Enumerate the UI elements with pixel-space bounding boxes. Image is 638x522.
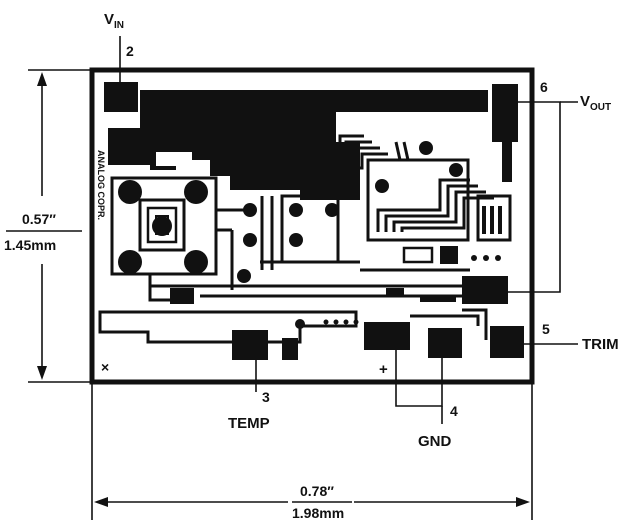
pin-leads bbox=[119, 36, 578, 424]
vin-bond-pad bbox=[104, 82, 138, 112]
vout-label: VOUT bbox=[580, 93, 611, 113]
plus-bond-pad bbox=[364, 322, 410, 350]
die-corner-mark: × bbox=[101, 359, 109, 375]
plus-mark: + bbox=[379, 361, 388, 378]
trim-label: TRIM bbox=[582, 336, 619, 353]
width-dimension-mm: 1.98mm bbox=[292, 505, 344, 521]
dimension-lines bbox=[6, 69, 533, 520]
trim-bond-pad bbox=[490, 326, 524, 358]
temp-label: TEMP bbox=[228, 415, 270, 432]
temp-pin-number: 3 bbox=[262, 389, 270, 405]
vout-pin-number: 6 bbox=[540, 79, 548, 95]
vin-label: VIN bbox=[104, 11, 124, 31]
height-dimension-inches: 0.57″ bbox=[22, 211, 56, 227]
height-dimension-mm: 1.45mm bbox=[4, 237, 56, 253]
die-copyright-mark: ANALOG COPR. bbox=[96, 150, 106, 220]
trim-pin-number: 5 bbox=[542, 321, 550, 337]
width-dimension-inches: 0.78″ bbox=[300, 483, 334, 499]
vin-pin-number: 2 bbox=[126, 43, 134, 59]
vout-bond-pad bbox=[492, 84, 518, 142]
gnd-bond-pad bbox=[428, 328, 462, 358]
gnd-pin-number: 4 bbox=[450, 403, 458, 419]
die-circuitry bbox=[98, 82, 524, 360]
temp-bond-pad bbox=[232, 330, 268, 360]
gnd-label: GND bbox=[418, 433, 452, 450]
